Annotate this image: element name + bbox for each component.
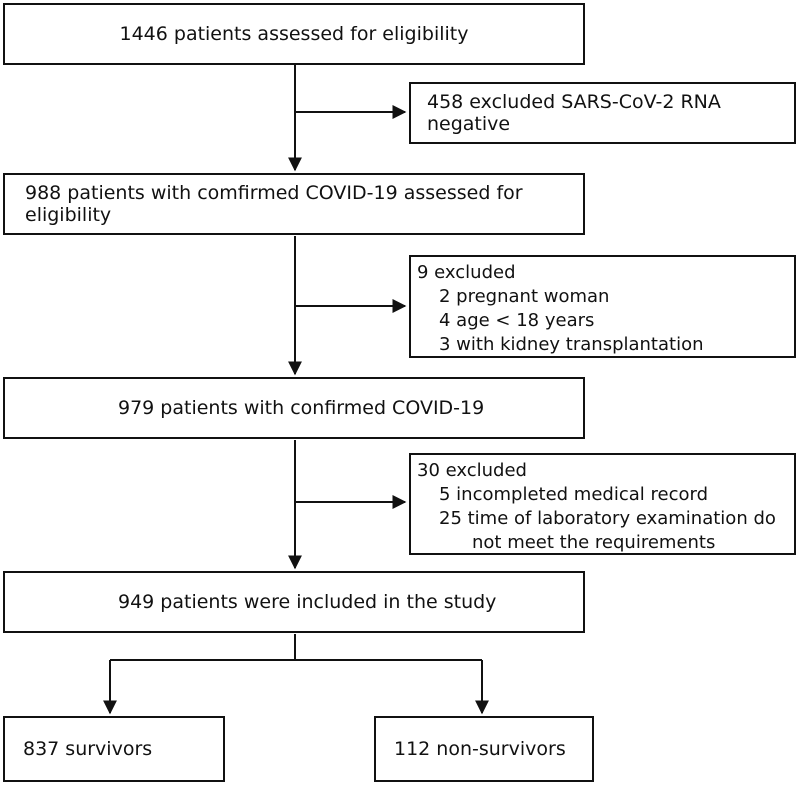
box-non-survivors: 112 non-survivors: [374, 716, 594, 782]
box-assessed-label: 1446 patients assessed for eligibility: [119, 23, 469, 45]
box-confirmed-label: 979 patients with confirmed COVID-19: [118, 397, 485, 419]
excluded-9-item: 2 pregnant woman: [439, 286, 610, 307]
box-survivors: 837 survivors: [3, 716, 225, 782]
excluded-30-title: 30 excluded: [417, 460, 527, 481]
excluded-30-item: 5 incompleted medical record: [439, 484, 708, 505]
excluded-9-item: 3 with kidney transplantation: [439, 334, 704, 355]
box-non-survivors-label: 112 non-survivors: [394, 738, 566, 760]
excluded-30-item: not meet the requirements: [472, 532, 716, 553]
box-assessed: 1446 patients assessed for eligibility: [3, 3, 585, 65]
box-confirmed-assessed: 988 patients with comfirmed COVID-19 ass…: [3, 173, 585, 235]
box-confirmed-assessed-label: 988 patients with comfirmed COVID-19 ass…: [25, 182, 523, 226]
excluded-9-title: 9 excluded: [417, 262, 516, 283]
box-excluded-rna: 458 excluded SARS-CoV-2 RNA negative: [409, 82, 796, 144]
box-included-label: 949 patients were included in the study: [118, 591, 497, 613]
excluded-30-item: 25 time of laboratory examination do: [439, 508, 776, 529]
box-excluded-rna-label: 458 excluded SARS-CoV-2 RNA negative: [427, 91, 721, 135]
box-confirmed: 979 patients with confirmed COVID-19: [3, 377, 585, 439]
excluded-9-item: 4 age < 18 years: [439, 310, 595, 331]
box-excluded-9: 9 excluded 2 pregnant woman 4 age < 18 y…: [409, 255, 796, 358]
box-included: 949 patients were included in the study: [3, 571, 585, 633]
box-excluded-30: 30 excluded 5 incompleted medical record…: [409, 453, 796, 555]
box-survivors-label: 837 survivors: [23, 738, 153, 760]
